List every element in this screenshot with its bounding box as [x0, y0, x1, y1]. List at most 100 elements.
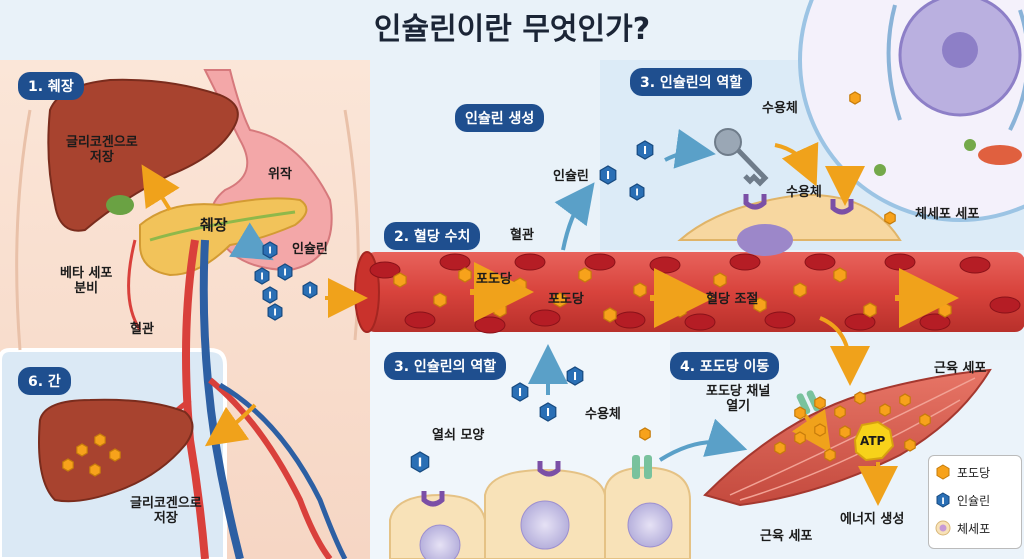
red-blood-cell	[989, 296, 1021, 314]
glucose	[919, 413, 931, 427]
body-cell-small	[677, 193, 902, 241]
glucose	[884, 211, 896, 225]
label-glucose-mid: 포도당	[548, 292, 584, 307]
svg-text:I: I	[573, 370, 577, 383]
label-glucose-left: 포도당	[476, 272, 512, 287]
red-blood-cell	[584, 253, 616, 271]
glucose	[713, 272, 727, 288]
red-blood-cell	[844, 313, 876, 331]
label-insulin-pancreas: 인슐린	[292, 242, 328, 257]
glucose	[839, 425, 851, 439]
glucose	[774, 441, 786, 455]
badge-insulin-role-top: 3. 인슐린의 역할	[630, 68, 753, 96]
red-blood-cell	[474, 316, 506, 334]
insulin: I	[267, 303, 283, 321]
glucose	[938, 302, 952, 318]
badge-insulin-role-bottom: 3. 인슐린의 역할	[384, 352, 507, 380]
insulin: I	[302, 281, 318, 299]
glucose	[879, 403, 891, 417]
badge-blood-sugar: 2. 혈당 수치	[384, 222, 481, 250]
label-body-cell: 체세포 세포	[915, 207, 980, 222]
glucose	[834, 405, 846, 419]
svg-text:I: I	[518, 386, 522, 399]
label-blood-sugar-control: 혈당 조절	[706, 292, 759, 307]
glucose	[603, 307, 617, 323]
svg-text:I: I	[606, 169, 610, 182]
key-icon-top	[714, 128, 769, 187]
glucose	[458, 267, 472, 283]
glucose-molecules	[62, 91, 931, 477]
insulin: I	[599, 165, 617, 185]
glucose	[94, 433, 106, 447]
label-stomach: 위작	[268, 167, 292, 182]
glucose	[863, 302, 877, 318]
glucose-icon	[936, 464, 950, 480]
svg-text:I: I	[283, 268, 287, 279]
svg-text:I: I	[268, 246, 272, 257]
label-glucose-channel: 포도당 채널 열기	[706, 384, 771, 414]
label-glycogen-top: 글리코겐으로 저장	[66, 135, 138, 165]
insulin: I	[629, 183, 645, 201]
glucose	[89, 463, 101, 477]
label-glycogen-liver: 글리코겐으로 저장	[130, 496, 202, 526]
insulin: I	[262, 241, 278, 259]
glucose	[793, 282, 807, 298]
legend: 포도당 I 인슐린 체세포	[928, 455, 1022, 549]
label-receptor-top1: 수용체	[762, 101, 798, 116]
insulin: I	[511, 382, 529, 402]
glucose	[393, 272, 407, 288]
red-blood-cell	[649, 256, 681, 274]
glucose	[794, 406, 806, 420]
glucose	[578, 267, 592, 283]
red-blood-cells	[369, 253, 1021, 334]
receptor	[421, 491, 445, 507]
label-muscle-bottom: 근육 세포	[760, 529, 813, 544]
label-vessel-main: 혈관	[510, 228, 534, 243]
svg-text:I: I	[643, 144, 647, 157]
svg-text:I: I	[273, 308, 277, 319]
glucose	[899, 393, 911, 407]
glucose	[849, 91, 861, 105]
glucose	[76, 443, 88, 457]
glucose	[513, 277, 527, 293]
red-blood-cell	[369, 261, 401, 279]
label-insulin-top: 인슐린	[553, 169, 589, 184]
receptors	[421, 194, 854, 507]
label-energy: 에너지 생성	[840, 512, 905, 527]
glucose	[62, 458, 74, 472]
red-blood-cell	[684, 313, 716, 331]
insulin: I	[254, 267, 270, 285]
red-blood-cell	[884, 253, 916, 271]
label-pancreas: 췌장	[200, 216, 228, 234]
glucose	[908, 277, 922, 293]
glucose	[639, 427, 651, 441]
glucose	[824, 448, 836, 462]
badge-insulin-production: 인슐린 생성	[455, 104, 545, 132]
red-blood-cell	[614, 311, 646, 329]
insulin: I	[277, 263, 293, 281]
receptor	[743, 194, 767, 210]
svg-text:I: I	[635, 188, 639, 199]
label-beta-cell: 베타 세포 분비	[60, 266, 113, 296]
insulin: I	[636, 140, 654, 160]
glucose	[433, 292, 447, 308]
receptor	[830, 199, 854, 215]
glucose	[633, 282, 647, 298]
badge-pancreas: 1. 췌장	[18, 72, 84, 100]
glucose	[673, 302, 687, 318]
glucose	[854, 391, 866, 405]
red-blood-cell	[729, 253, 761, 271]
insulin: I	[262, 286, 278, 304]
glucose	[833, 267, 847, 283]
red-blood-cell	[439, 253, 471, 271]
label-atp: ATP	[860, 434, 886, 448]
insulin: I	[410, 451, 430, 473]
svg-text:I: I	[941, 497, 944, 507]
glucose	[553, 292, 567, 308]
svg-text:I: I	[546, 406, 550, 419]
badge-liver: 6. 간	[18, 367, 71, 395]
receptor	[537, 461, 561, 477]
insulin-icon: I	[936, 492, 950, 508]
